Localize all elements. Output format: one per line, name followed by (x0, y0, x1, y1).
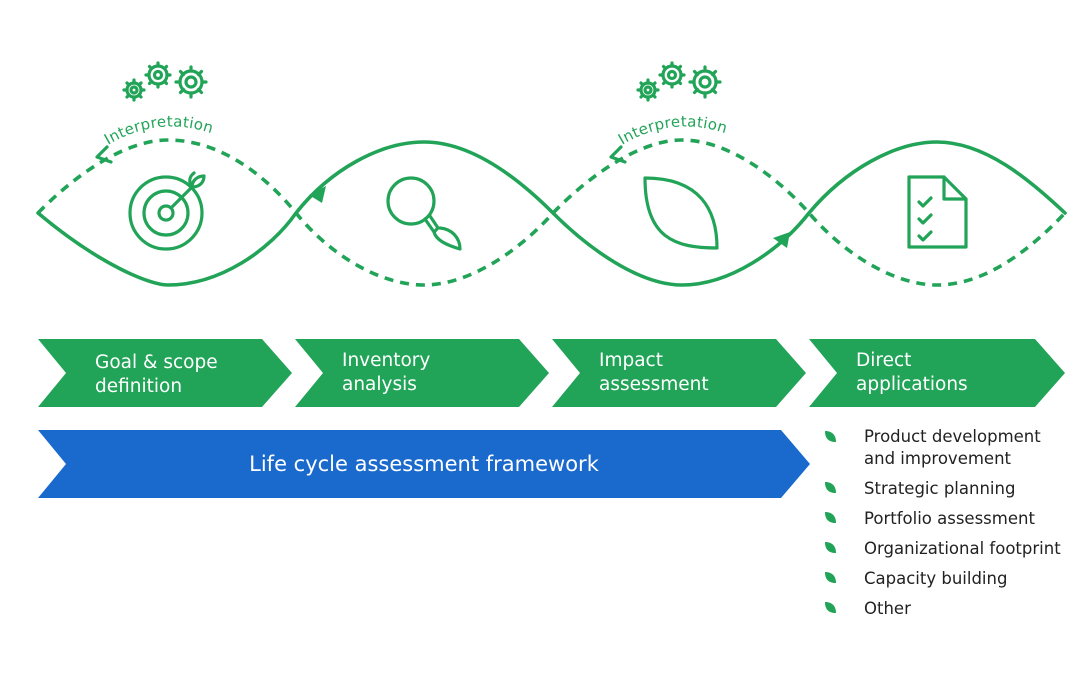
leaf-bullet-icon (825, 542, 836, 553)
svg-text:Organizational footprint: Organizational footprint (864, 539, 1061, 558)
svg-text:Product development: Product development (864, 427, 1041, 446)
stage-goal-scope: Goal & scope definition (38, 339, 292, 407)
leaf-bullet-icon (825, 512, 836, 523)
interpretation-label-2: Interpretation (615, 112, 730, 148)
gears-icon (122, 61, 208, 102)
svg-text:definition: definition (95, 376, 182, 397)
list-item: Organizational footprint (825, 539, 1061, 558)
interpretation-arrowhead-1 (95, 145, 113, 164)
svg-text:Portfolio assessment: Portfolio assessment (864, 509, 1035, 528)
svg-text:Capacity building: Capacity building (864, 569, 1007, 588)
stage-impact: Impact assessment (552, 339, 806, 407)
svg-text:assessment: assessment (599, 374, 709, 395)
stage-chevrons: Goal & scope definition Inventory analys… (38, 339, 1065, 407)
flow-arrowhead-2 (773, 232, 790, 248)
list-item: Portfolio assessment (825, 509, 1035, 528)
gears-icon (636, 61, 722, 102)
framework-banner: Life cycle assessment framework (38, 430, 810, 498)
magnifier-icon (386, 176, 462, 251)
svg-text:analysis: analysis (342, 374, 417, 395)
list-item: Capacity building (825, 569, 1007, 588)
svg-text:Strategic planning: Strategic planning (864, 479, 1015, 498)
svg-text:and improvement: and improvement (864, 449, 1012, 468)
solid-flow-line (36, 140, 1067, 287)
leaf-bullet-icon (825, 602, 836, 613)
cycle-wave (36, 138, 1067, 287)
svg-text:applications: applications (856, 374, 968, 395)
leaf-bullet-icon (825, 431, 836, 442)
list-item: Other (825, 599, 911, 618)
leaf-bullet-icon (825, 482, 836, 493)
flow-arrowhead-1 (309, 186, 326, 203)
svg-text:Goal & scope: Goal & scope (95, 352, 218, 373)
svg-text:Other: Other (864, 599, 911, 618)
dashed-interpretation-line (36, 138, 1067, 287)
leaf-bullet-icon (825, 572, 836, 583)
stage-inventory: Inventory analysis (295, 339, 549, 407)
list-item: Strategic planning (825, 479, 1015, 498)
svg-text:Direct: Direct (856, 350, 911, 371)
interpretation-arrowhead-2 (609, 145, 627, 164)
leaf-icon (643, 176, 719, 250)
svg-text:Life cycle assessment framewor: Life cycle assessment framework (249, 452, 600, 476)
stage-direct-applications: Direct applications (809, 339, 1065, 407)
svg-text:Impact: Impact (599, 350, 663, 371)
svg-text:Inventory: Inventory (342, 350, 430, 371)
target-icon (128, 171, 206, 251)
applications-list: Product development and improvement Stra… (825, 427, 1061, 618)
list-item: Product development and improvement (825, 427, 1041, 468)
checklist-document-icon (907, 175, 968, 249)
